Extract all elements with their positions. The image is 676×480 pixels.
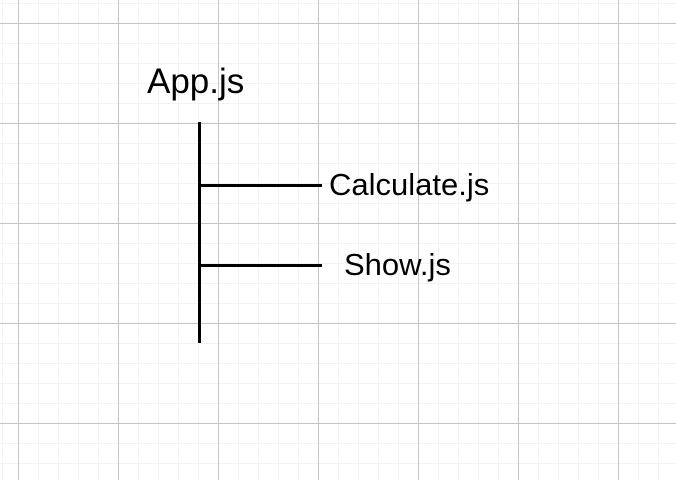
node-label-calculate-js[interactable]: Calculate.js xyxy=(329,167,490,202)
tree-branch-connector-calculate xyxy=(198,184,322,187)
tree-trunk-connector xyxy=(198,122,201,343)
tree-branch-connector-show xyxy=(198,264,322,267)
node-label-app-js[interactable]: App.js xyxy=(147,62,245,101)
node-label-show-js[interactable]: Show.js xyxy=(344,247,451,282)
